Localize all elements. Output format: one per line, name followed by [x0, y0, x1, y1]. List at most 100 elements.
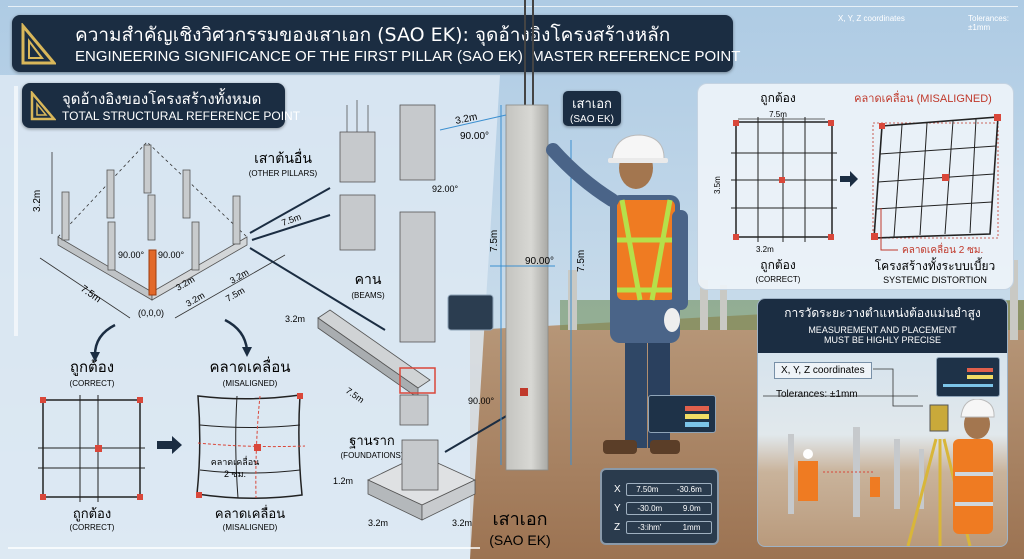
correct-markers	[40, 397, 143, 500]
arrow-right-icon	[840, 171, 858, 187]
comparison-left: ถูกต้อง (CORRECT) คลาดเคลื่อน (MISALIGNE…	[38, 356, 306, 532]
axis-value-2: 1mm	[682, 523, 701, 532]
beam-angle: 90.00°	[468, 396, 495, 406]
surveyor-2	[798, 461, 818, 501]
readout-row: Z -3:ihm'1mm	[614, 518, 712, 537]
measurement-title-en-1: MEASUREMENT AND PLACEMENT	[808, 325, 957, 335]
correct-caption-sub: (CORRECT)	[756, 275, 801, 284]
legend-swatch-red	[685, 406, 709, 411]
reference-title-thai: จุดอ้างอิงของโครงสร้างทั้งหมด	[62, 90, 262, 108]
legend-swatch-blue	[685, 422, 709, 427]
reference-title-english: TOTAL STRUCTURAL REFERENCE POINT	[62, 109, 301, 123]
pillar-width: 3.2m	[454, 112, 478, 127]
pillar-bottom-label-thai: เสาเอก	[492, 509, 547, 529]
axis-value-1: 7.50m	[636, 485, 659, 494]
axis-values: 7.50m-30.6m	[626, 483, 712, 496]
pillars-label-english: (OTHER PILLARS)	[249, 169, 318, 178]
other-pillar-segments	[339, 100, 436, 343]
isometric-layout: 3.2m 90.00° 90.00° 7.5m 3.2m 3.2m 3.2m 7…	[32, 141, 286, 362]
first-pillar-orange	[148, 249, 157, 296]
foundation-height: 1.2m	[333, 476, 353, 486]
reference-banner: จุดอ้างอิงของโครงสร้างทั้งหมด TOTAL STRU…	[22, 83, 300, 128]
set-square-icon	[30, 91, 56, 121]
measurement-title-en-2: MUST BE HIGHLY PRECISE	[823, 335, 942, 345]
arrow-to-correct	[93, 323, 116, 356]
caption-misaligned: คลาดเคลื่อน	[215, 505, 285, 521]
iso-dim-front-b: 3.2m	[184, 290, 206, 309]
iso-height-label: 3.2m	[32, 190, 43, 212]
set-square-icon	[21, 23, 56, 65]
arrow-to-misaligned	[224, 318, 249, 351]
spacing-label: 3.2m	[756, 245, 774, 254]
foundation-width: 3.2m	[368, 518, 388, 528]
pillars-angle: 92.00°	[432, 184, 459, 194]
pillar-label-thai: เสาเอก	[572, 97, 612, 112]
axis-values: -3:ihm'1mm	[626, 521, 712, 534]
axis-label: Z	[614, 522, 621, 533]
foundation	[367, 439, 476, 521]
legend-panel	[648, 395, 716, 433]
pillar-height-right: 7.5m	[576, 250, 587, 272]
reference-marker	[520, 388, 528, 396]
beam-length: 7.5m	[344, 385, 366, 405]
correct-sub: (CORRECT)	[70, 379, 115, 388]
total-station	[929, 404, 949, 432]
first-pillar	[505, 104, 549, 471]
misaligned-grid	[196, 394, 306, 500]
grid-comparison: ถูกต้อง 7.5m 3.5m 3.2m คลาดเคลื่อน (MISA…	[713, 90, 1001, 285]
title-english: ENGINEERING SIGNIFICANCE OF THE FIRST PI…	[75, 48, 741, 65]
correct-title: ถูกต้อง	[70, 359, 114, 376]
legend-swatch-yellow	[685, 414, 709, 419]
misaligned-title: คลาดเคลื่อน	[209, 356, 290, 376]
pillar-height-left: 7.5m	[489, 230, 500, 252]
pillar-mid-angle: 90.00°	[525, 256, 554, 267]
correct-title: ถูกต้อง	[760, 91, 795, 106]
measurement-title-thai: การวัดระยะวางตำแหน่งต้องแม่นยำสูง	[784, 306, 981, 320]
iso-left-length: 7.5m	[78, 283, 103, 305]
offset-label: คลาดเคลื่อน	[211, 455, 260, 467]
correct-caption: ถูกต้อง	[760, 258, 795, 273]
coords-label: X, Y, Z coordinates	[774, 362, 872, 379]
instrument-display	[936, 357, 1000, 397]
beam-height: 3.2m	[285, 314, 305, 324]
axis-label: X	[614, 484, 621, 495]
axis-label: Y	[614, 503, 621, 514]
surveyor-1	[953, 439, 993, 534]
measurement-header: การวัดระยะวางตำแหน่งต้องแม่นยำสูง MEASUR…	[758, 299, 1007, 353]
caption-misaligned-sub: (MISALIGNED)	[223, 523, 278, 532]
foundations-label-thai: ฐานราก	[349, 433, 395, 449]
foundation-depth: 3.2m	[452, 518, 472, 528]
grid-comparison-card: ถูกต้อง 7.5m 3.5m 3.2m คลาดเคลื่อน (MISA…	[697, 83, 1014, 290]
offset-value: 2 ซม.	[224, 469, 246, 479]
hud-coords: X, Y, Z coordinates	[838, 14, 905, 23]
hud-tolerance: Tolerances: ±1mm	[968, 14, 1009, 32]
height-label: 3.5m	[713, 176, 722, 194]
small-monitor	[447, 294, 494, 331]
pillar-callout: เสาเอก (SAO EK)	[563, 91, 621, 126]
distortion-thai: โครงสร้างทั้งระบบเบี้ยว	[875, 257, 996, 273]
tolerance-label: Tolerances: ±1mm	[776, 389, 858, 400]
axis-value-1: -30.0m	[637, 504, 663, 513]
arrow-right-icon	[157, 436, 182, 454]
foundations-label-english: (FOUNDATIONS)	[341, 451, 404, 460]
pillar-grid	[61, 144, 241, 271]
title-thai: ความสำคัญเชิงวิศวกรรมของเสาเอก (SAO EK):…	[75, 24, 671, 46]
iso-angle-right: 90.00°	[158, 250, 185, 260]
offset-label: คลาดเคลื่อน 2 ซม.	[902, 242, 983, 256]
callout-lines	[763, 368, 923, 407]
width-label: 7.5m	[769, 110, 787, 119]
pillar-dimension-lines	[439, 105, 572, 465]
measurement-card: การวัดระยะวางตำแหน่งต้องแม่นยำสูง MEASUR…	[757, 298, 1008, 547]
pillars-label-thai: เสาต้นอื่น	[254, 149, 312, 166]
correct-grid	[38, 395, 145, 502]
structural-components: เสาต้นอื่น (OTHER PILLARS) 7.5m 92.00° ค…	[249, 100, 521, 528]
surveying-scene	[788, 399, 995, 546]
origin-label: (0,0,0)	[138, 308, 164, 318]
distortion-english: SYSTEMIC DISTORTION	[883, 275, 987, 285]
distorted-grid	[873, 116, 999, 239]
misaligned-title: คลาดเคลื่อน (MISALIGNED)	[854, 90, 992, 105]
